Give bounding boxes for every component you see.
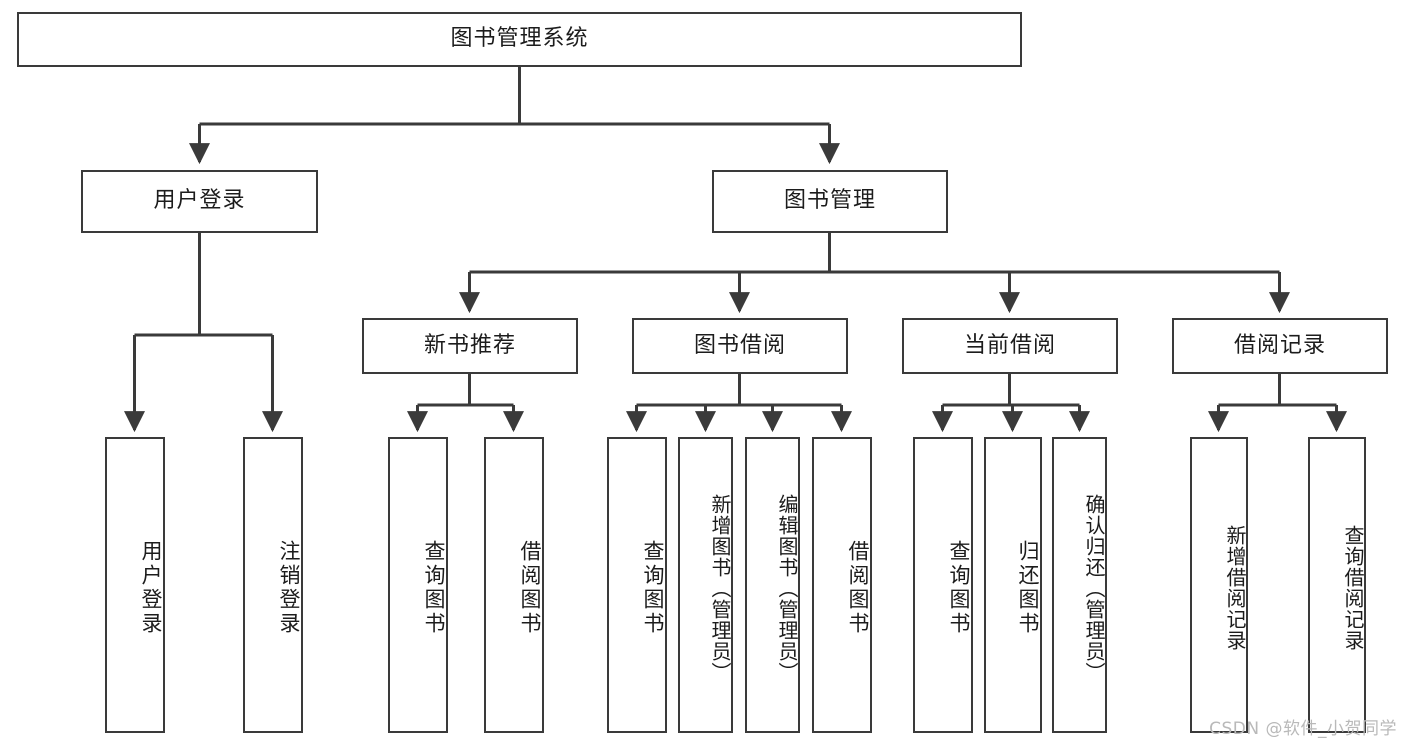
leaf-add-borrow-record[interactable]: 新增借阅记录 bbox=[1190, 437, 1248, 733]
csdn-watermark: CSDN @软件_小贺同学 bbox=[1209, 719, 1397, 739]
leaf-user-login[interactable]: 用户登录 bbox=[105, 437, 165, 733]
node-book-borrow[interactable]: 图书借阅 bbox=[632, 318, 848, 374]
leaf-query-books-new[interactable]: 查询图书 bbox=[388, 437, 448, 733]
node-book-management[interactable]: 图书管理 bbox=[712, 170, 948, 233]
leaf-borrow-books-new[interactable]: 借阅图书 bbox=[484, 437, 544, 733]
leaf-confirm-return-admin[interactable]: 确认归还（管理员） bbox=[1052, 437, 1107, 733]
leaf-borrow-books[interactable]: 借阅图书 bbox=[812, 437, 872, 733]
leaf-query-books-borrow[interactable]: 查询图书 bbox=[607, 437, 667, 733]
leaf-query-books-current[interactable]: 查询图书 bbox=[913, 437, 973, 733]
leaf-logout[interactable]: 注销登录 bbox=[243, 437, 303, 733]
node-new-book-recommend[interactable]: 新书推荐 bbox=[362, 318, 578, 374]
node-root[interactable]: 图书管理系统 bbox=[17, 12, 1022, 67]
leaf-return-books[interactable]: 归还图书 bbox=[984, 437, 1042, 733]
leaf-edit-book-admin[interactable]: 编辑图书（管理员） bbox=[745, 437, 800, 733]
leaf-query-borrow-record[interactable]: 查询借阅记录 bbox=[1308, 437, 1366, 733]
node-current-borrow[interactable]: 当前借阅 bbox=[902, 318, 1118, 374]
leaf-add-book-admin[interactable]: 新增图书（管理员） bbox=[678, 437, 733, 733]
node-borrow-records[interactable]: 借阅记录 bbox=[1172, 318, 1388, 374]
node-user-login[interactable]: 用户登录 bbox=[81, 170, 318, 233]
